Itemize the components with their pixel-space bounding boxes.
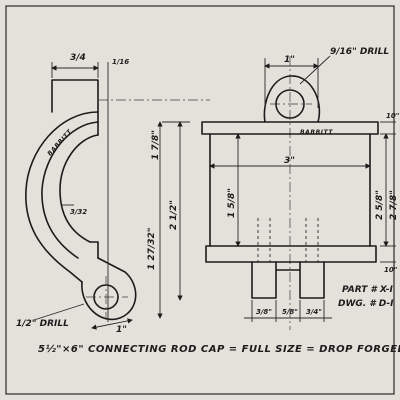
- front-10-bot-dim: 10": [384, 266, 397, 274]
- front-1-5-8-dim: 1 5/8": [227, 188, 237, 218]
- side-inner-curve: [59, 134, 99, 243]
- side-drill-note: 1/2" DRILL: [16, 319, 69, 329]
- front-top-flange: [201, 121, 379, 135]
- side-drill-leader: [33, 303, 85, 321]
- side-outer-curve: [25, 111, 99, 283]
- side-babbitt-label: BABBITT: [46, 128, 74, 158]
- side-lower-boss: [81, 257, 137, 321]
- side-mid-curve: [41, 121, 99, 259]
- drawing-title: 5½"×6" CONNECTING ROD CAP = FULL SIZE = …: [38, 343, 400, 355]
- dim-1-7-8: 1 7/8": [151, 130, 161, 160]
- side-3-4-dim: 3/4: [70, 53, 86, 63]
- dim-2-1-2: 2 1/2": [169, 200, 179, 230]
- stud-3-8-dim: 3/8": [256, 308, 272, 316]
- side-3-32-dim: 3/32: [70, 208, 87, 216]
- front-3-dim: 3": [284, 156, 295, 166]
- side-band-ends: [89, 111, 99, 259]
- front-drill-leader: [299, 55, 331, 85]
- dim-1-27-32: 1 27/32": [147, 228, 157, 270]
- dwg-number: DWG. # D-I: [338, 299, 394, 309]
- side-1-16-dim: 1/16: [112, 58, 129, 66]
- side-top-lug: [51, 79, 99, 113]
- front-bottom-flange: [205, 245, 377, 263]
- sheet-border: [5, 5, 395, 395]
- stud-3-4-dim: 3/4": [306, 308, 322, 316]
- front-body-sides: [209, 133, 371, 247]
- front-2-5-8-dim: 2 5/8": [375, 190, 385, 220]
- height-dims: 1 27/32" 2 1/2" 1 7/8": [147, 121, 190, 319]
- part-number: PART # X-I: [342, 285, 394, 295]
- front-stud-left: [251, 261, 277, 299]
- side-1-dimline: [91, 318, 133, 330]
- stud-5-8-dim: 5/8": [282, 308, 298, 316]
- front-view: BABBITT 1" 9/16" DRILL 3" 1 5/8" 10" 10": [201, 47, 399, 330]
- front-2-7-8-dim: 2 7/8": [389, 190, 399, 220]
- front-top-lug: [263, 75, 321, 123]
- side-1-dim: 1": [116, 325, 127, 335]
- front-babbitt-label: BABBITT: [300, 129, 333, 136]
- front-10-top-dim: 10": [386, 112, 399, 120]
- front-1-dim: 1": [284, 55, 295, 65]
- side-view: BABBITT 3/32 3/4 1/16 1" 1/2" DRILL: [16, 53, 210, 335]
- front-stud-right: [299, 261, 325, 299]
- front-drill-note: 9/16" DRILL: [330, 47, 389, 57]
